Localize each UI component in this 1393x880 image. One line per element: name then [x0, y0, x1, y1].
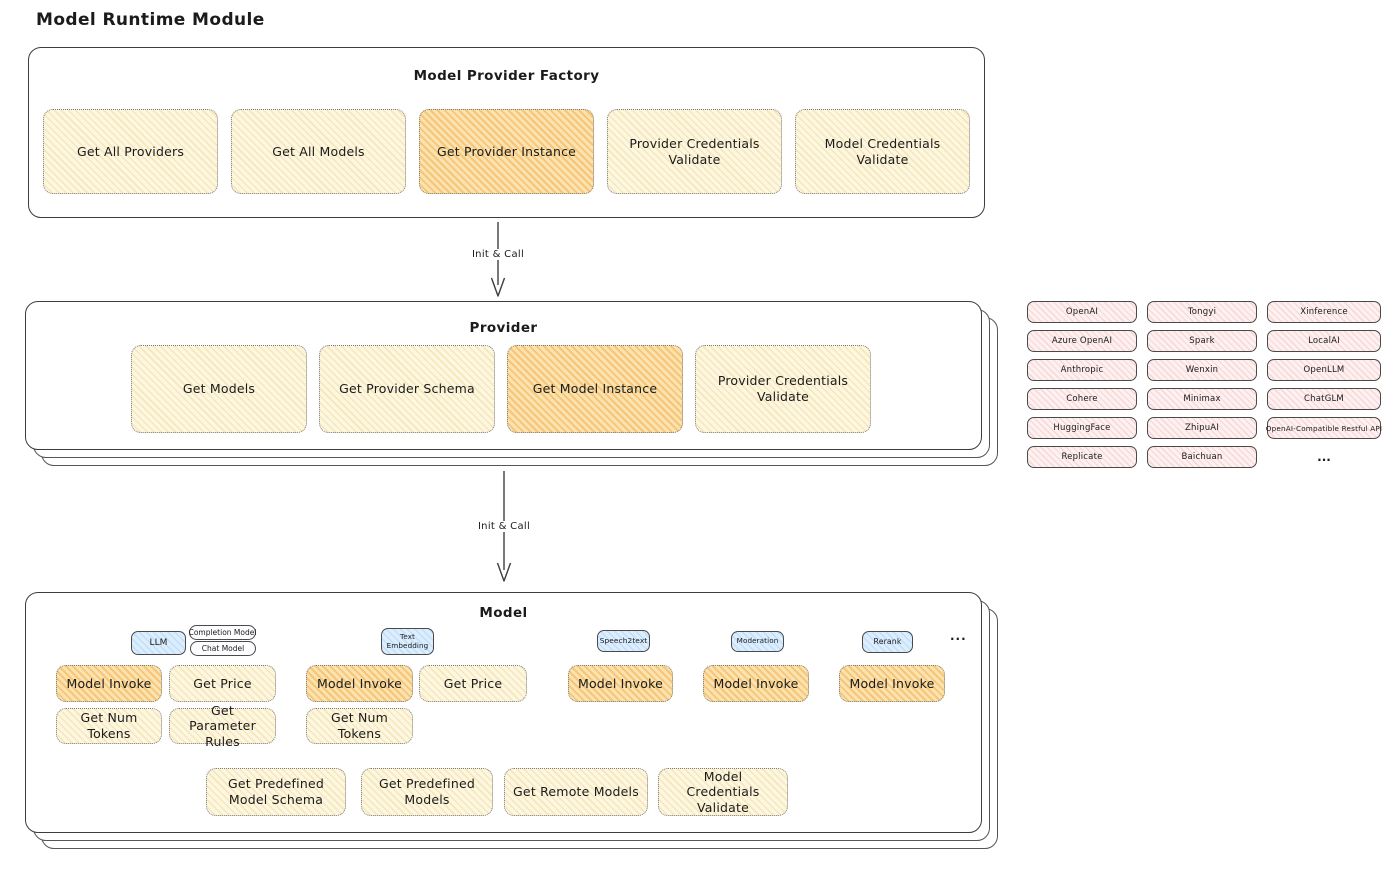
model-box-emb-invoke: Model Invoke [306, 665, 413, 702]
init-call-label-1: Init & Call [458, 249, 538, 260]
factory-box-get-provider-instance: Get Provider Instance [419, 109, 594, 194]
model-box-s2t-invoke: Model Invoke [568, 665, 673, 702]
model-box-get-remote-models: Get Remote Models [504, 768, 648, 816]
init-call-label-2: Init & Call [464, 521, 544, 532]
page-title: Model Runtime Module [36, 10, 265, 30]
provider-chip-xinference: Xinference [1267, 301, 1381, 323]
provider-chip-anthropic: Anthropic [1027, 359, 1137, 381]
provider-chip-zhipuai: ZhipuAI [1147, 417, 1257, 439]
factory-box-get-all-providers: Get All Providers [43, 109, 218, 194]
provider-chip-tongyi: Tongyi [1147, 301, 1257, 323]
model-box-emb-get-num-tokens: Get Num Tokens [306, 708, 413, 744]
model-box-get-predefined-models: Get Predefined Models [361, 768, 493, 816]
provider-title: Provider [469, 320, 538, 336]
badge-chat-model: Chat Model [190, 641, 256, 656]
provider-chip-openllm: OpenLLM [1267, 359, 1381, 381]
provider-box-get-models: Get Models [131, 345, 307, 433]
badge-speech2text: Speech2text [597, 630, 650, 652]
model-box-get-predefined-model-schema: Get Predefined Model Schema [206, 768, 346, 816]
provider-chip-localai: LocalAI [1267, 330, 1381, 352]
model-section: Model LLM Completion Model Chat Model Te… [25, 592, 982, 833]
model-more-ellipsis: ... [950, 629, 967, 643]
provider-box-get-model-instance: Get Model Instance [507, 345, 683, 433]
model-box-llm-get-num-tokens: Get Num Tokens [56, 708, 162, 744]
badge-moderation: Moderation [731, 631, 784, 652]
model-box-moderation-invoke: Model Invoke [703, 665, 809, 702]
badge-text-embedding: Text Embedding [381, 628, 434, 655]
provider-chip-cohere: Cohere [1027, 388, 1137, 410]
factory-section: Model Provider Factory Get All Providers… [28, 47, 985, 218]
provider-chip-spark: Spark [1147, 330, 1257, 352]
factory-box-model-credentials-validate: Model Credentials Validate [795, 109, 970, 194]
provider-name-grid: OpenAI Tongyi Xinference Azure OpenAI Sp… [1027, 301, 1382, 468]
provider-box-provider-credentials-validate: Provider Credentials Validate [695, 345, 871, 433]
provider-chip-azure-openai: Azure OpenAI [1027, 330, 1137, 352]
factory-box-provider-credentials-validate: Provider Credentials Validate [607, 109, 782, 194]
provider-box-get-provider-schema: Get Provider Schema [319, 345, 495, 433]
model-title: Model [479, 605, 528, 621]
provider-chip-chatglm: ChatGLM [1267, 388, 1381, 410]
init-call-arrow-1 [490, 222, 506, 297]
provider-chip-openai-compatible-restful-api: OpenAI-Compatible Restful API [1266, 417, 1382, 439]
provider-chip-openai: OpenAI [1027, 301, 1137, 323]
model-box-model-credentials-validate: Model Credentials Validate [658, 768, 788, 816]
model-box-llm-get-parameter-rules: Get Parameter Rules [169, 703, 276, 749]
factory-title: Model Provider Factory [413, 68, 600, 84]
badge-rerank: Rerank [862, 631, 913, 653]
factory-box-row: Get All Providers Get All Models Get Pro… [43, 109, 970, 194]
badge-completion-model: Completion Model [189, 625, 256, 640]
provider-section: Provider Get Models Get Provider Schema … [25, 301, 982, 450]
provider-chip-minimax: Minimax [1147, 388, 1257, 410]
model-box-rerank-invoke: Model Invoke [839, 665, 945, 702]
badge-llm: LLM [131, 631, 186, 655]
model-box-llm-get-price: Get Price [169, 665, 276, 702]
provider-chip-huggingface: HuggingFace [1027, 417, 1137, 439]
init-call-arrow-2 [496, 471, 512, 582]
provider-chip-wenxin: Wenxin [1147, 359, 1257, 381]
provider-chip-baichuan: Baichuan [1147, 446, 1257, 468]
provider-grid-more-ellipsis: ... [1317, 450, 1331, 464]
provider-box-row: Get Models Get Provider Schema Get Model… [131, 345, 871, 433]
provider-chip-replicate: Replicate [1027, 446, 1137, 468]
model-box-llm-invoke: Model Invoke [56, 665, 162, 702]
factory-box-get-all-models: Get All Models [231, 109, 406, 194]
model-box-emb-get-price: Get Price [419, 665, 527, 702]
